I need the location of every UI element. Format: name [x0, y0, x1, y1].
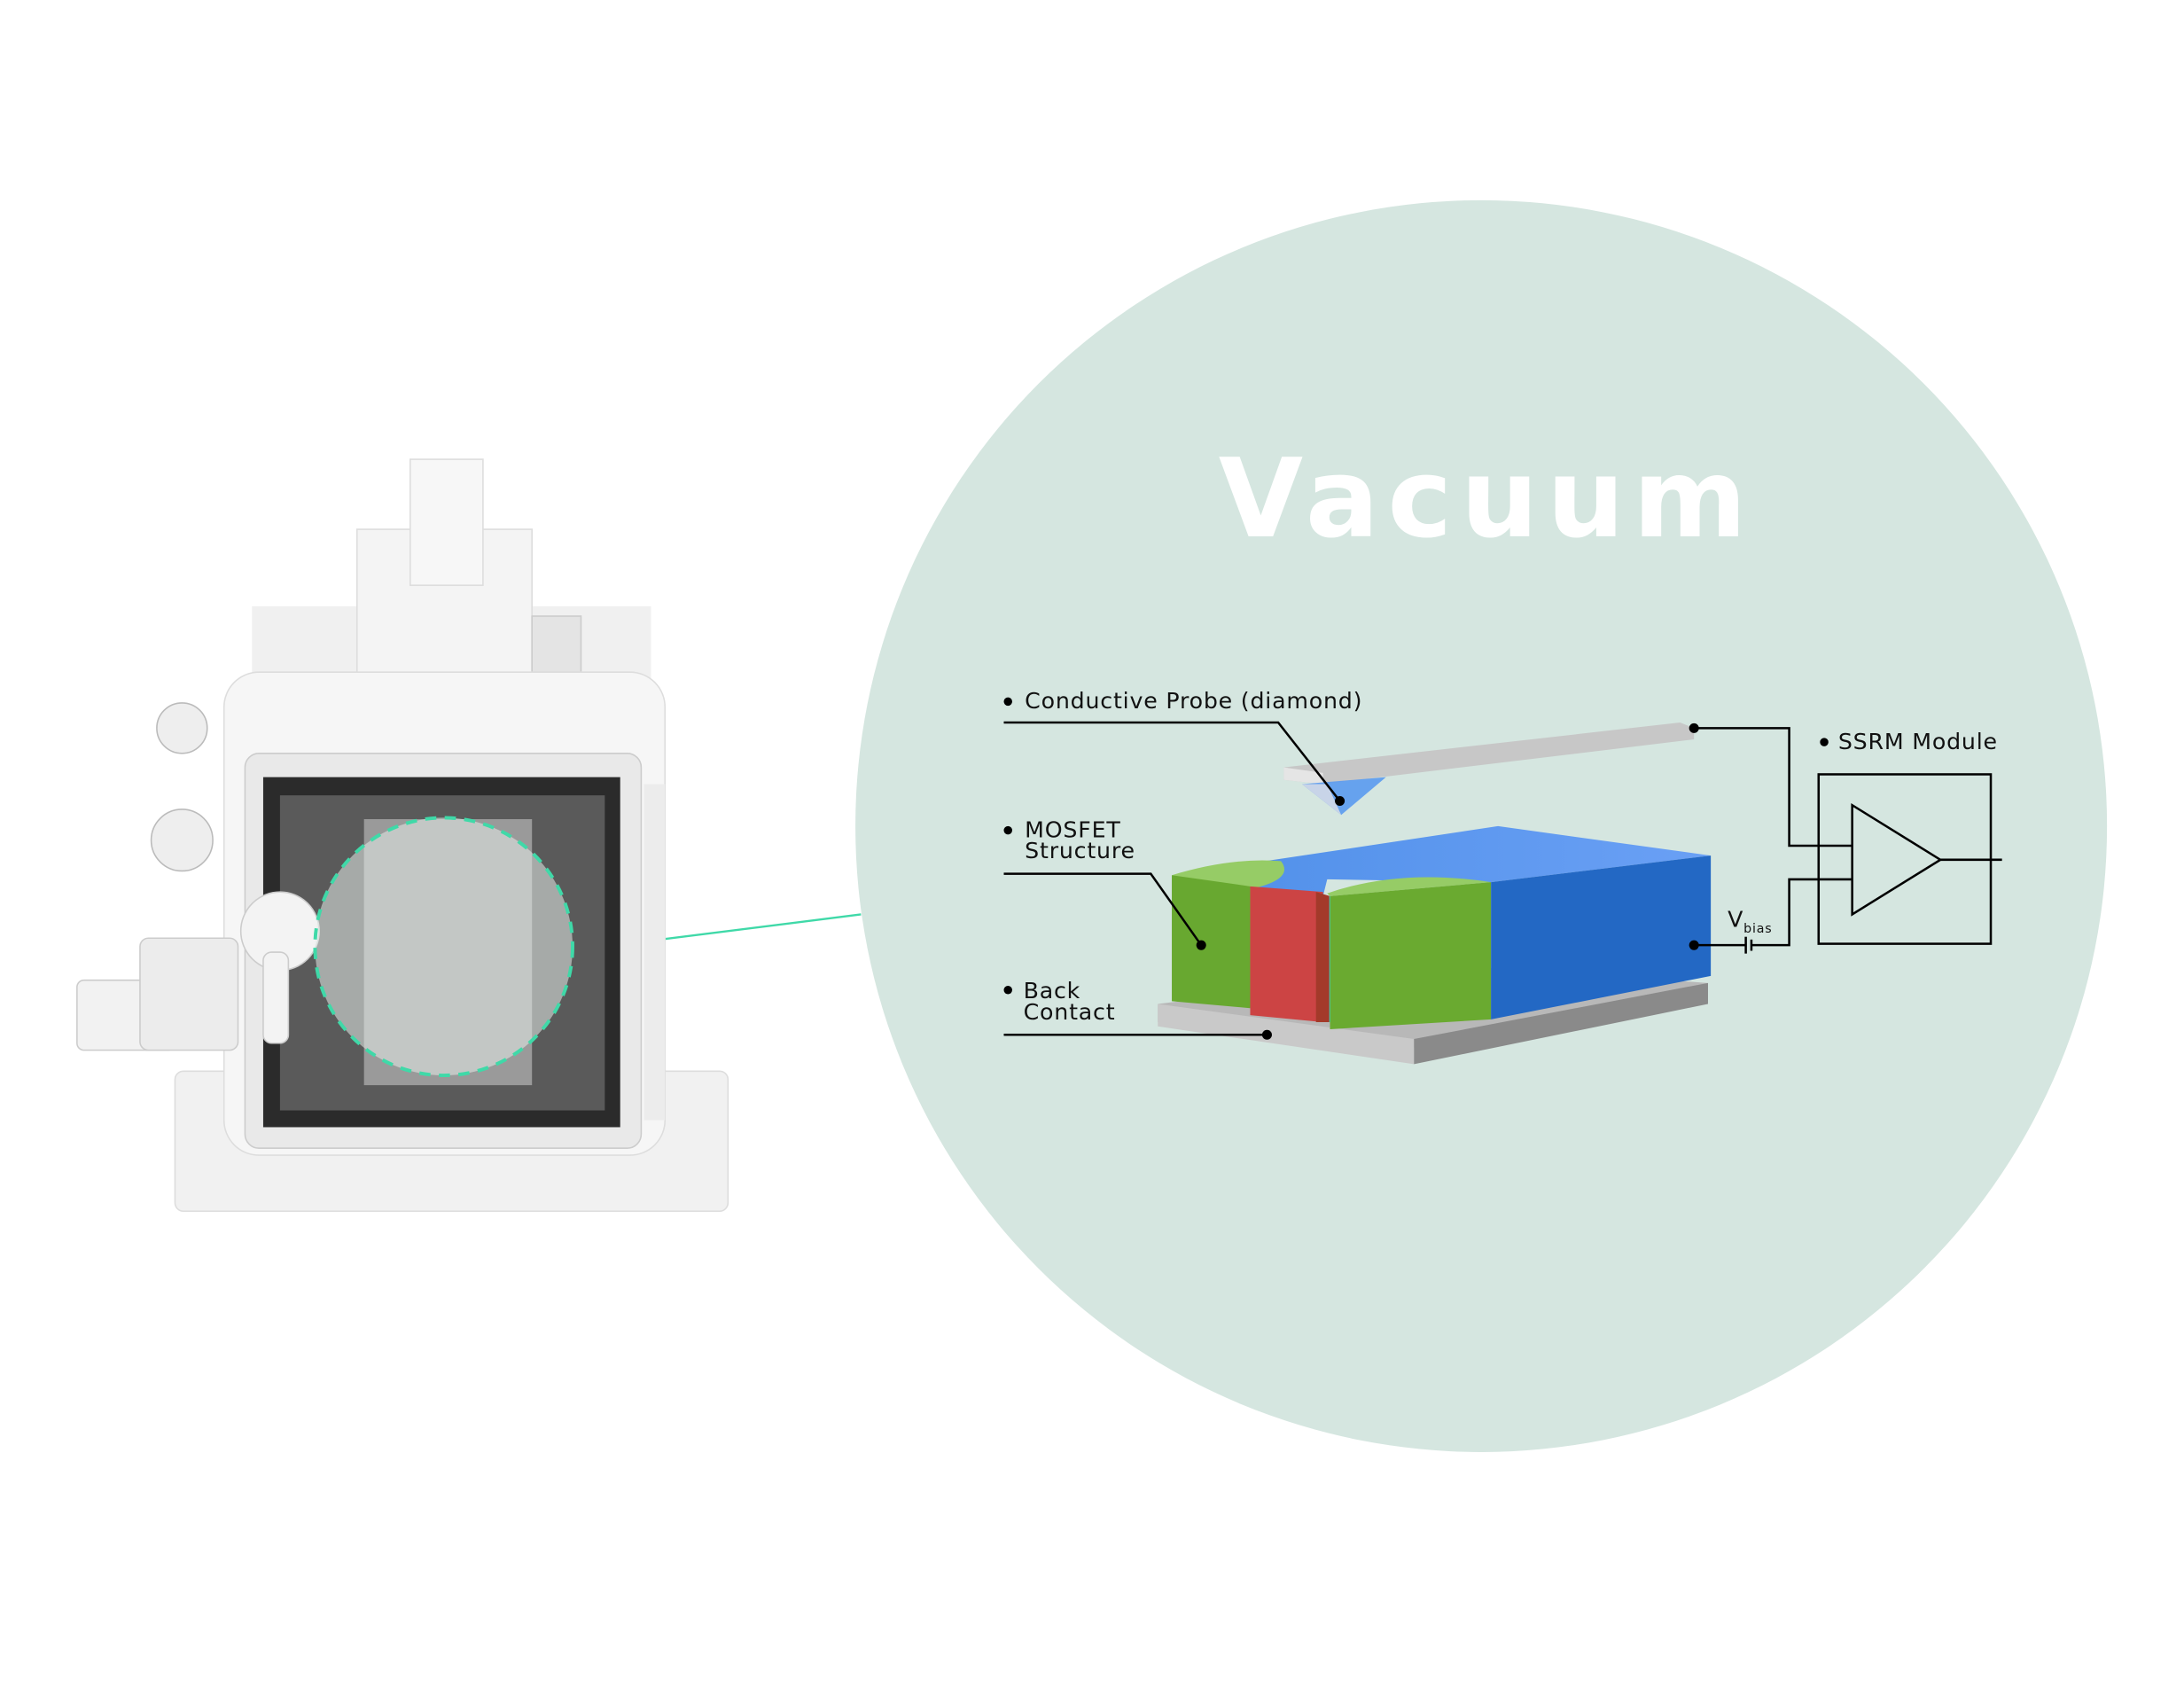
sample-area-highlight [313, 816, 574, 1078]
ssrm-circuit [1689, 723, 2002, 954]
label-mosfet-line1: MOSFET [1025, 817, 1120, 843]
label-back-line1: Back [1024, 978, 1081, 1004]
vbias-main: V [1728, 907, 1743, 933]
vacuum-chamber-circle [855, 199, 2108, 1452]
label-mosfet-line2: Structure [1025, 838, 1135, 863]
vbias-sub: bias [1743, 922, 1772, 936]
vacuum-title: Vacuum [1219, 436, 1755, 563]
label-conductive-probe: Conductive Probe (diamond) [1025, 688, 1362, 714]
label-vbias: Vbias [1728, 907, 1772, 936]
amplifier-symbol [1851, 802, 1943, 917]
label-back-line2: Contact [1024, 999, 1116, 1025]
label-ssrm-module: SSRM Module [1838, 729, 1998, 754]
conductive-probe [1283, 723, 1695, 816]
mosfet-structure [1172, 825, 1712, 1029]
leader-lines [1003, 721, 1346, 1040]
